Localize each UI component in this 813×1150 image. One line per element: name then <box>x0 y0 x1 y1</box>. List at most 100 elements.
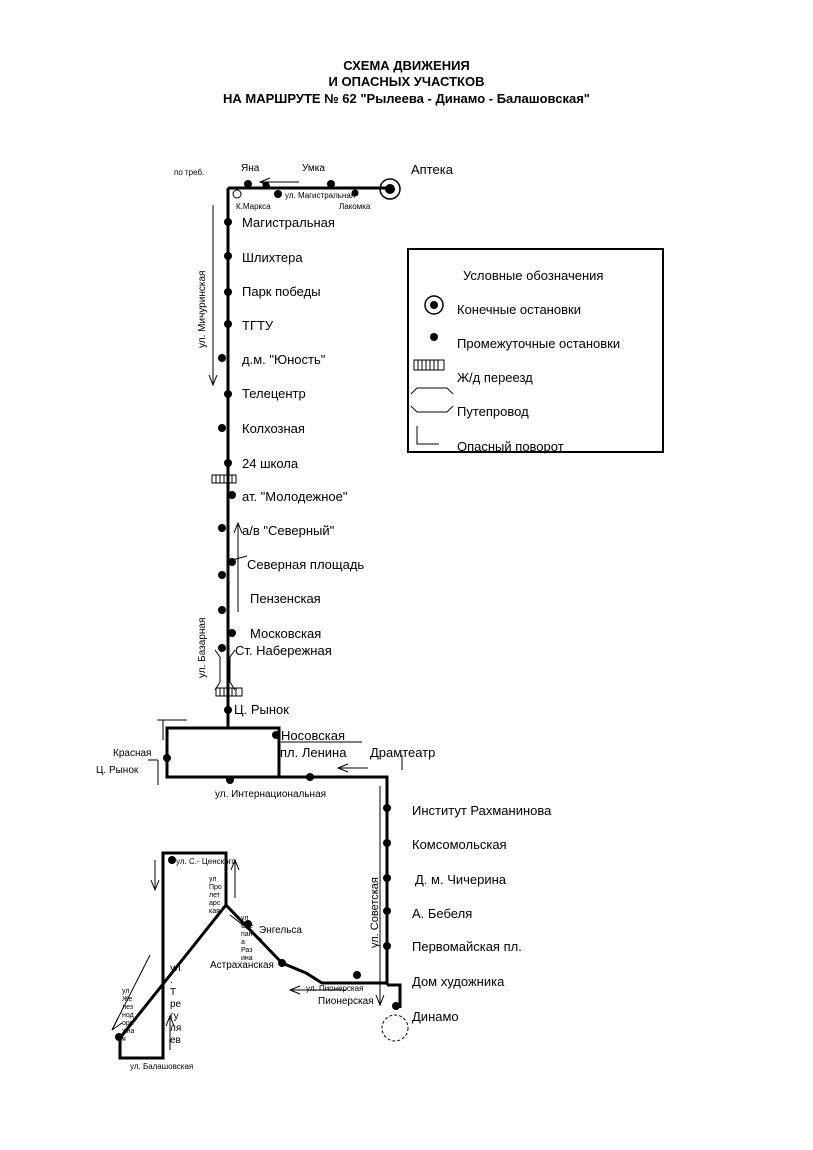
stop-dot <box>218 571 226 579</box>
title-line-3: НА МАРШРУТЕ № 62 "Рылеева - Динамо - Бал… <box>223 91 590 106</box>
stop-dot <box>244 920 252 928</box>
stop-dot <box>224 459 232 467</box>
title-line-2: И ОПАСНЫХ УЧАСТКОВ <box>328 74 485 89</box>
stop-label-c-rynok-top: Ц. Рынок <box>234 702 289 717</box>
stop-dot <box>383 874 391 882</box>
stop-label-rakhmaninov: Институт Рахманинова <box>412 803 552 818</box>
route-dinamo-line <box>387 983 402 1008</box>
stop-label-molodezhnoe: ат. "Молодежное" <box>242 489 348 504</box>
legend-overpass-label: Путепровод <box>457 404 529 419</box>
stop-dot <box>278 959 286 967</box>
stop-label-tgtu: ТГТУ <box>242 318 274 333</box>
stop-dots <box>115 180 400 1041</box>
stop-label-yana: Яна <box>241 163 260 174</box>
street-label-bazarnaya: ул. Базарная <box>197 617 208 678</box>
stop-dot <box>115 1033 123 1041</box>
railway-crossing-icon <box>211 474 237 484</box>
street-label-magistralnaya: ул. Магистральная <box>285 191 356 200</box>
stop-label-magistralnaya: Магистральная <box>242 215 335 230</box>
stop-label-c-rynok-left: Ц. Рынок <box>96 765 139 776</box>
stop-dot <box>226 776 234 784</box>
legend-danger-turn-label: Опасный поворот <box>457 439 564 454</box>
stop-dot <box>244 180 252 188</box>
stop-label-apteka: Аптека <box>411 162 453 177</box>
stop-label-chicherina: Д. м. Чичерина <box>415 872 507 887</box>
stop-dot <box>392 1002 400 1010</box>
stop-dot <box>218 606 226 614</box>
legend-overpass-icon <box>410 387 454 413</box>
stop-dot <box>228 629 236 637</box>
street-label-sovetskaya: ул. Советская <box>369 877 381 948</box>
route-center-loop <box>165 726 281 779</box>
stop-dot <box>168 856 176 864</box>
stop-label-moskovskaya: Московская <box>250 626 322 641</box>
terminal-stop-icon <box>379 178 401 200</box>
legend-danger-turn-icon <box>416 426 439 445</box>
street-label-internacionalnaya: ул. Интернациональная <box>215 789 327 800</box>
route-pionerskaya-line <box>224 903 387 985</box>
stop-dot <box>383 804 391 812</box>
stop-dot <box>306 773 314 781</box>
legend-stop-icon <box>430 333 438 341</box>
stop-dot <box>218 524 226 532</box>
stop-label-komsomolskaya: Комсомольская <box>412 837 507 852</box>
stop-label-yunost: д.м. "Юность" <box>242 352 326 367</box>
stop-dot <box>327 180 335 188</box>
stop-dot <box>228 558 236 566</box>
legend-crossing-label: Ж/д переезд <box>457 370 533 385</box>
stop-label-dramteatr: Драмтеатр <box>370 745 436 760</box>
stop-on-request-dot <box>232 189 242 199</box>
stop-label-pionerskaya: Пионерская <box>318 996 374 1007</box>
stop-dot <box>224 252 232 260</box>
stop-dot <box>218 644 226 652</box>
legend-intermediate-label: Промежуточные остановки <box>457 336 621 351</box>
legend-terminal-label: Конечные остановки <box>457 302 581 317</box>
stop-label-penzenskaya: Пензенская <box>250 591 321 606</box>
stop-dot <box>383 907 391 915</box>
street-label-pionerskaya: ул. Пионерская <box>306 984 364 993</box>
route-internacionalnaya-line <box>279 775 389 985</box>
stop-label-shlikhtera: Шлихтера <box>242 250 303 265</box>
legend-heading: Условные обозначения <box>463 268 604 283</box>
stop-dot <box>272 731 280 739</box>
stop-dot <box>353 971 361 979</box>
legend-box: Условные обозначения Конечные остановки … <box>407 248 664 454</box>
stop-dot <box>218 424 226 432</box>
stop-dot <box>163 754 171 762</box>
title-line-1: СХЕМА ДВИЖЕНИЯ <box>343 58 470 73</box>
stop-label-po-treb: по треб. <box>174 168 205 177</box>
stop-label-school24: 24 школа <box>242 456 299 471</box>
stop-label-dom-khud: Дом художника <box>412 974 505 989</box>
stop-dot <box>228 491 236 499</box>
legend-terminal-icon <box>424 295 444 315</box>
stop-label-dinamo: Динамо <box>412 1009 459 1024</box>
stop-label-kolkhoznaya: Колхозная <box>242 421 305 436</box>
stop-label-bebelya: А. Бебеля <box>412 906 473 921</box>
stop-label-st-naberezhnaya: Ст. Набережная <box>235 643 332 658</box>
stop-label-astrakhanskaya: Астраханская <box>210 960 274 971</box>
stop-dot <box>383 942 391 950</box>
stop-dot <box>274 190 282 198</box>
stop-dot <box>383 839 391 847</box>
stop-label-sev-ploshad: Северная площадь <box>247 557 365 572</box>
stop-label-telecentr: Телецентр <box>242 386 306 401</box>
stop-dot <box>218 354 226 362</box>
stop-label-krasnaya: Красная <box>113 748 152 759</box>
stop-label-pl-lenina: пл. Ленина <box>280 745 347 760</box>
stop-dot <box>224 706 232 714</box>
stop-label-engelsa: Энгельса <box>259 925 302 936</box>
terminal-stop-icon <box>381 1014 409 1042</box>
stop-dot <box>224 218 232 226</box>
stop-label-park: Парк победы <box>242 284 321 299</box>
stop-label-pervomayskaya: Первомайская пл. <box>412 939 522 954</box>
stop-dot <box>351 189 359 197</box>
stop-label-severny: а/в "Северный" <box>242 523 335 538</box>
stop-dot <box>224 288 232 296</box>
stop-dot <box>262 181 270 189</box>
legend-crossing-icon <box>413 359 445 371</box>
